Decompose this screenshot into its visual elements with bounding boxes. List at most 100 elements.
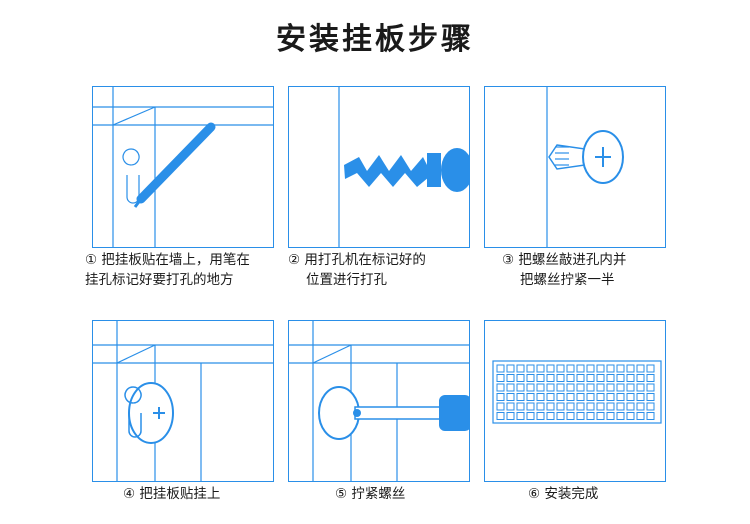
pegboard-hole (517, 403, 524, 410)
pegboard-hole (647, 403, 654, 410)
pegboard-hole (627, 403, 634, 410)
pegboard-hole (597, 403, 604, 410)
pegboard-hole (577, 375, 584, 382)
pegboard-hole (557, 394, 564, 401)
step-1-caption: ① 把挂板贴在墙上，用笔在 挂孔标记好要打孔的地方 (85, 250, 250, 290)
pegboard-hole (617, 394, 624, 401)
page-title: 安装挂板步骤 (0, 14, 750, 58)
pegboard-hole (507, 394, 514, 401)
pegboard-hole (567, 394, 574, 401)
pegboard-hole (637, 375, 644, 382)
pegboard-hole (637, 384, 644, 391)
pegboard-hole (557, 384, 564, 391)
step-3-illustration (484, 86, 666, 248)
step-6-illustration (484, 320, 666, 482)
step-5-illustration (288, 320, 470, 482)
pegboard-hole (627, 365, 634, 372)
pegboard-hole (637, 413, 644, 420)
pegboard-hole (537, 384, 544, 391)
pegboard-hole (497, 413, 504, 420)
pegboard-hole (577, 394, 584, 401)
pegboard-hole (547, 384, 554, 391)
pegboard-hole (547, 375, 554, 382)
pegboard-hole (537, 403, 544, 410)
pegboard-hole (617, 384, 624, 391)
step-6-caption: ⑥ 安装完成 (528, 484, 598, 504)
pegboard-hole (647, 394, 654, 401)
pencil-marking-icon (93, 87, 274, 248)
step-2-caption: ② 用打孔机在标记好的 位置进行打孔 (288, 250, 426, 290)
step-3-caption: ③ 把螺丝敲进孔内并 把螺丝拧紧一半 (502, 250, 626, 290)
pegboard-hole (557, 365, 564, 372)
pegboard-hole (517, 365, 524, 372)
pegboard-hole (627, 394, 634, 401)
pegboard-hole (537, 365, 544, 372)
pegboard-hole (527, 413, 534, 420)
step-5-caption: ⑤ 拧紧螺丝 (335, 484, 405, 504)
pegboard-hole (497, 365, 504, 372)
pegboard-hole (547, 413, 554, 420)
pegboard-hole (517, 384, 524, 391)
step-2-illustration (288, 86, 470, 248)
pegboard-hole (627, 384, 634, 391)
pegboard-hole (507, 413, 514, 420)
pegboard-hole (577, 384, 584, 391)
pegboard-hole (587, 365, 594, 372)
pegboard-hole (527, 375, 534, 382)
pegboard-hole (567, 403, 574, 410)
drill-icon (289, 87, 470, 248)
pegboard-hole (607, 394, 614, 401)
pegboard-hole (497, 394, 504, 401)
pegboard-hole (587, 375, 594, 382)
pegboard-hole (587, 413, 594, 420)
pegboard-hole (587, 384, 594, 391)
pegboard-hole (597, 413, 604, 420)
pegboard-hole (637, 403, 644, 410)
pegboard-hole (577, 403, 584, 410)
pegboard-hole (517, 394, 524, 401)
pegboard-hole (607, 365, 614, 372)
step-4-caption: ④ 把挂板贴挂上 (123, 484, 220, 504)
pegboard-hole (627, 413, 634, 420)
pegboard-hole (547, 403, 554, 410)
pegboard-hole (557, 403, 564, 410)
pegboard-hole (597, 384, 604, 391)
pegboard-hole (537, 375, 544, 382)
pegboard-hole (617, 413, 624, 420)
pegboard-hole (577, 413, 584, 420)
pegboard-hole (607, 384, 614, 391)
pegboard-hole (647, 365, 654, 372)
pegboard-hole (617, 365, 624, 372)
pegboard-hole (567, 365, 574, 372)
pegboard-hole (647, 375, 654, 382)
step-4-illustration (92, 320, 274, 482)
pegboard-hole (527, 394, 534, 401)
pegboard-hole (547, 365, 554, 372)
hang-board-icon (93, 321, 274, 482)
pegboard-hole (637, 365, 644, 372)
pegboard-hole (607, 375, 614, 382)
pegboard-hole (517, 413, 524, 420)
pegboard-hole (587, 394, 594, 401)
pegboard-hole (507, 365, 514, 372)
pegboard-hole (647, 384, 654, 391)
pegboard-icon (485, 321, 666, 482)
pegboard-hole (617, 403, 624, 410)
pegboard-hole (597, 394, 604, 401)
pegboard-hole (567, 413, 574, 420)
pegboard-hole (527, 365, 534, 372)
pegboard-hole (537, 394, 544, 401)
pegboard-hole (557, 375, 564, 382)
pegboard-hole (607, 403, 614, 410)
pegboard-hole (547, 394, 554, 401)
pegboard-hole (567, 375, 574, 382)
pegboard-hole (577, 365, 584, 372)
pegboard-hole (557, 413, 564, 420)
pegboard-hole (507, 375, 514, 382)
pegboard-hole (567, 384, 574, 391)
pegboard-hole (647, 413, 654, 420)
pegboard-hole (637, 394, 644, 401)
pegboard-hole (587, 403, 594, 410)
pegboard-hole (597, 375, 604, 382)
pegboard-hole (607, 413, 614, 420)
